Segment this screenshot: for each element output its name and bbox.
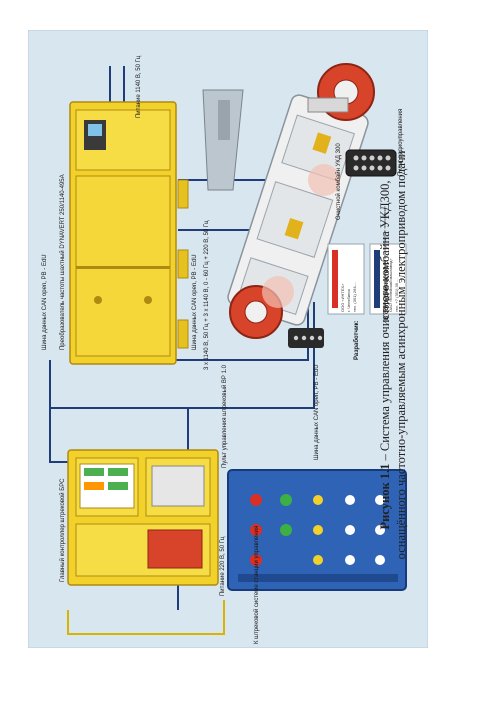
label-cable-spec: 3 x 1140 В, 50 Гц + 3 x 1140 В, 0 - 60 Г…: [204, 220, 210, 370]
control-panel: [227, 469, 407, 591]
developer-line: г. Челябинск: [346, 289, 351, 312]
label-can-bus-3: Шина данных CAN open, PB - EdU: [314, 364, 320, 460]
label-shearer: Очистной комбайн УКД 300: [335, 143, 342, 220]
label-supply-top: Питание 1140 В, 50 Гц: [136, 55, 142, 118]
radio-remote: [345, 149, 397, 177]
developer-info: [327, 243, 407, 315]
caption-line2: оснащённого частотно-управляемым асинхро…: [394, 150, 408, 560]
label-main-controller: Главный контроллер штрековой БРС: [59, 478, 66, 582]
local-remote: [288, 328, 324, 348]
participants-line: ОАО «Копейский машзавод»: [388, 258, 393, 312]
participants-line: тел. +7 (351) 39 ...: [394, 279, 399, 312]
main-controller: [67, 449, 219, 586]
participants-line: ЗАО «Объединённые машиностроительные тех…: [382, 205, 387, 312]
caption-line1: – Система управления очистного комбайна …: [378, 180, 392, 464]
figure-caption: Рисунок 1.1 – Система управления очистно…: [377, 35, 409, 675]
developer-line: тел. (351) 264-...: [352, 282, 357, 312]
label-can-bus-2: Шина данных CAN open, PB - EdU: [192, 254, 198, 350]
label-developer-title: Разработчик:: [353, 320, 360, 360]
label-supply-220: Питание 220 В, 50 Гц: [220, 536, 226, 596]
cutter-drum-top: [307, 63, 375, 121]
label-can-bus-1: Шина данных CAN open, PB - EdU: [42, 254, 48, 350]
label-radio-remote: Пульт радиоуправления: [398, 109, 404, 176]
developer-line: ООО «ИНТЕХ»: [340, 283, 345, 312]
caption-label: Рисунок 1.1: [378, 463, 392, 530]
label-control-panel: Пульт управления штрековый ВР 1.0: [221, 364, 228, 468]
system-diagram: Питание 1140 В, 50 Гц Преобразователь ча…: [28, 30, 428, 648]
shearer-machine: [202, 63, 375, 339]
frequency-converter: [69, 101, 189, 365]
label-participants-title: В сотрудничестве с:: [384, 259, 390, 320]
label-to-system: К штрековой системе станции управления: [253, 526, 260, 644]
label-frequency-converter: Преобразователь частоты шахтный DYNAVERT…: [59, 174, 66, 350]
